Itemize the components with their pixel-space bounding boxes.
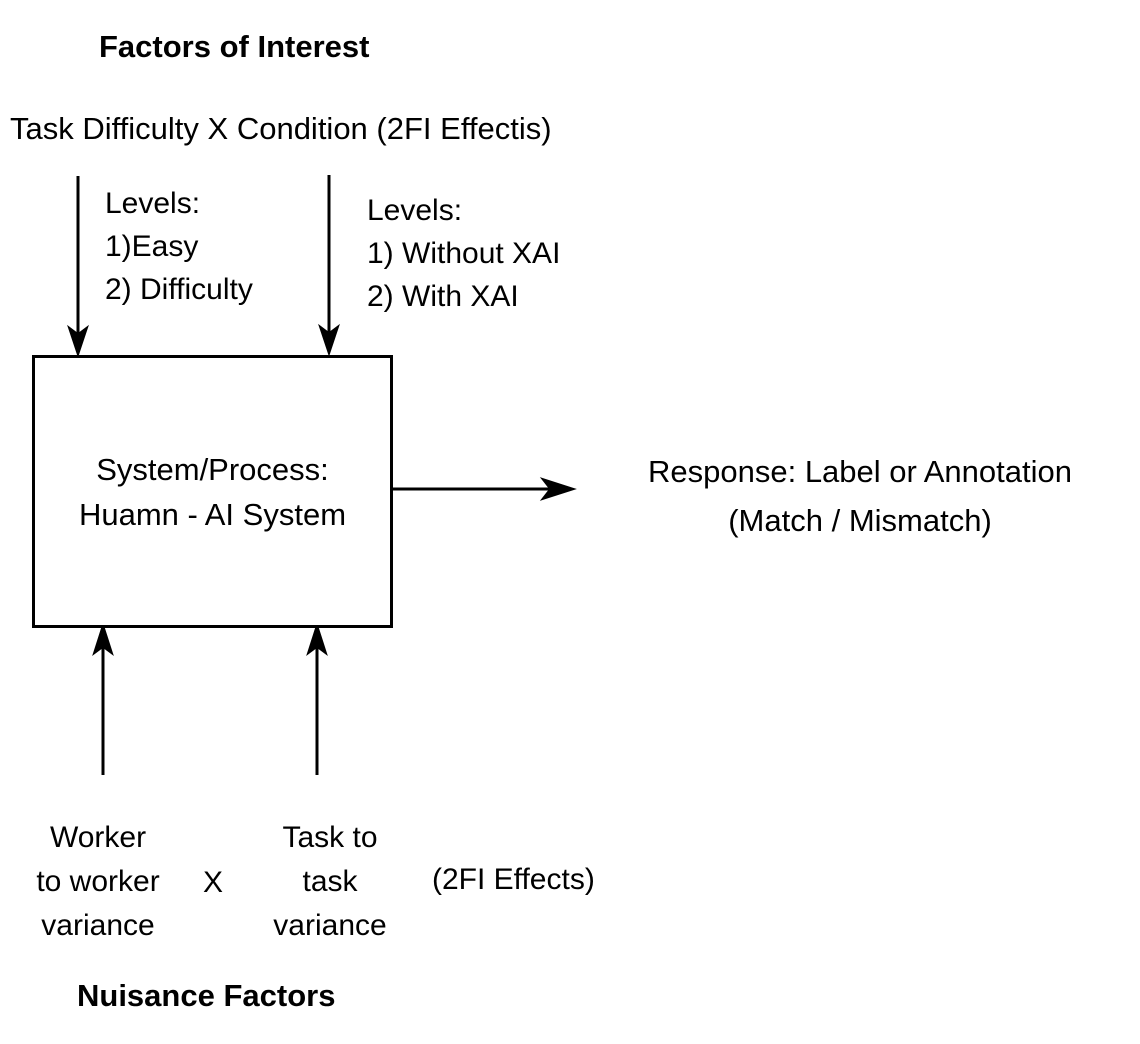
condition-levels-list: Levels: 1) Without XAI 2) With XAI	[367, 189, 560, 318]
task-difficulty-down-arrow	[67, 176, 89, 358]
response-line1: Response: Label or Annotation	[648, 454, 1072, 489]
response-line2: (Match / Mismatch)	[728, 503, 992, 538]
difficulty-levels-list: Levels: 1)Easy 2) Difficulty	[105, 182, 253, 311]
response-label: Response: Label or Annotation (Match / M…	[590, 447, 1130, 545]
worker-variance-line: to worker	[36, 865, 160, 898]
condition-levels-heading: Levels:	[367, 194, 463, 227]
task-variance-line: variance	[273, 909, 387, 942]
difficulty-level-item: 1)Easy	[105, 230, 199, 263]
factors-subtitle: Task Difficulty X Condition (2FI Effecti…	[10, 111, 552, 146]
worker-variance-label: Worker to worker variance	[13, 816, 183, 948]
response-right-arrow	[393, 477, 577, 501]
worker-variance-line: Worker	[49, 821, 147, 854]
condition-down-arrow	[318, 175, 340, 357]
condition-level-item: 1) Without XAI	[367, 237, 561, 270]
task-variance-label: Task to task variance	[245, 816, 415, 948]
factors-of-interest-title: Factors of Interest	[99, 29, 370, 64]
difficulty-level-item: 2) Difficulty	[105, 273, 253, 306]
worker-variance-up-arrow	[92, 622, 114, 775]
nuisance-effects-note: (2FI Effects)	[432, 863, 595, 896]
worker-variance-line: variance	[41, 909, 155, 942]
task-variance-line: task	[302, 865, 358, 898]
process-box-line1: System/Process:	[96, 451, 329, 487]
interaction-operator: X	[203, 866, 224, 899]
process-box-line2: Huamn - AI System	[78, 496, 347, 532]
task-variance-up-arrow	[306, 622, 328, 775]
system-process-box: System/Process: Huamn - AI System	[32, 355, 393, 628]
task-variance-line: Task to	[282, 821, 378, 854]
nuisance-factors-title: Nuisance Factors	[77, 978, 336, 1013]
difficulty-levels-heading: Levels:	[105, 187, 201, 220]
condition-level-item: 2) With XAI	[367, 280, 519, 313]
